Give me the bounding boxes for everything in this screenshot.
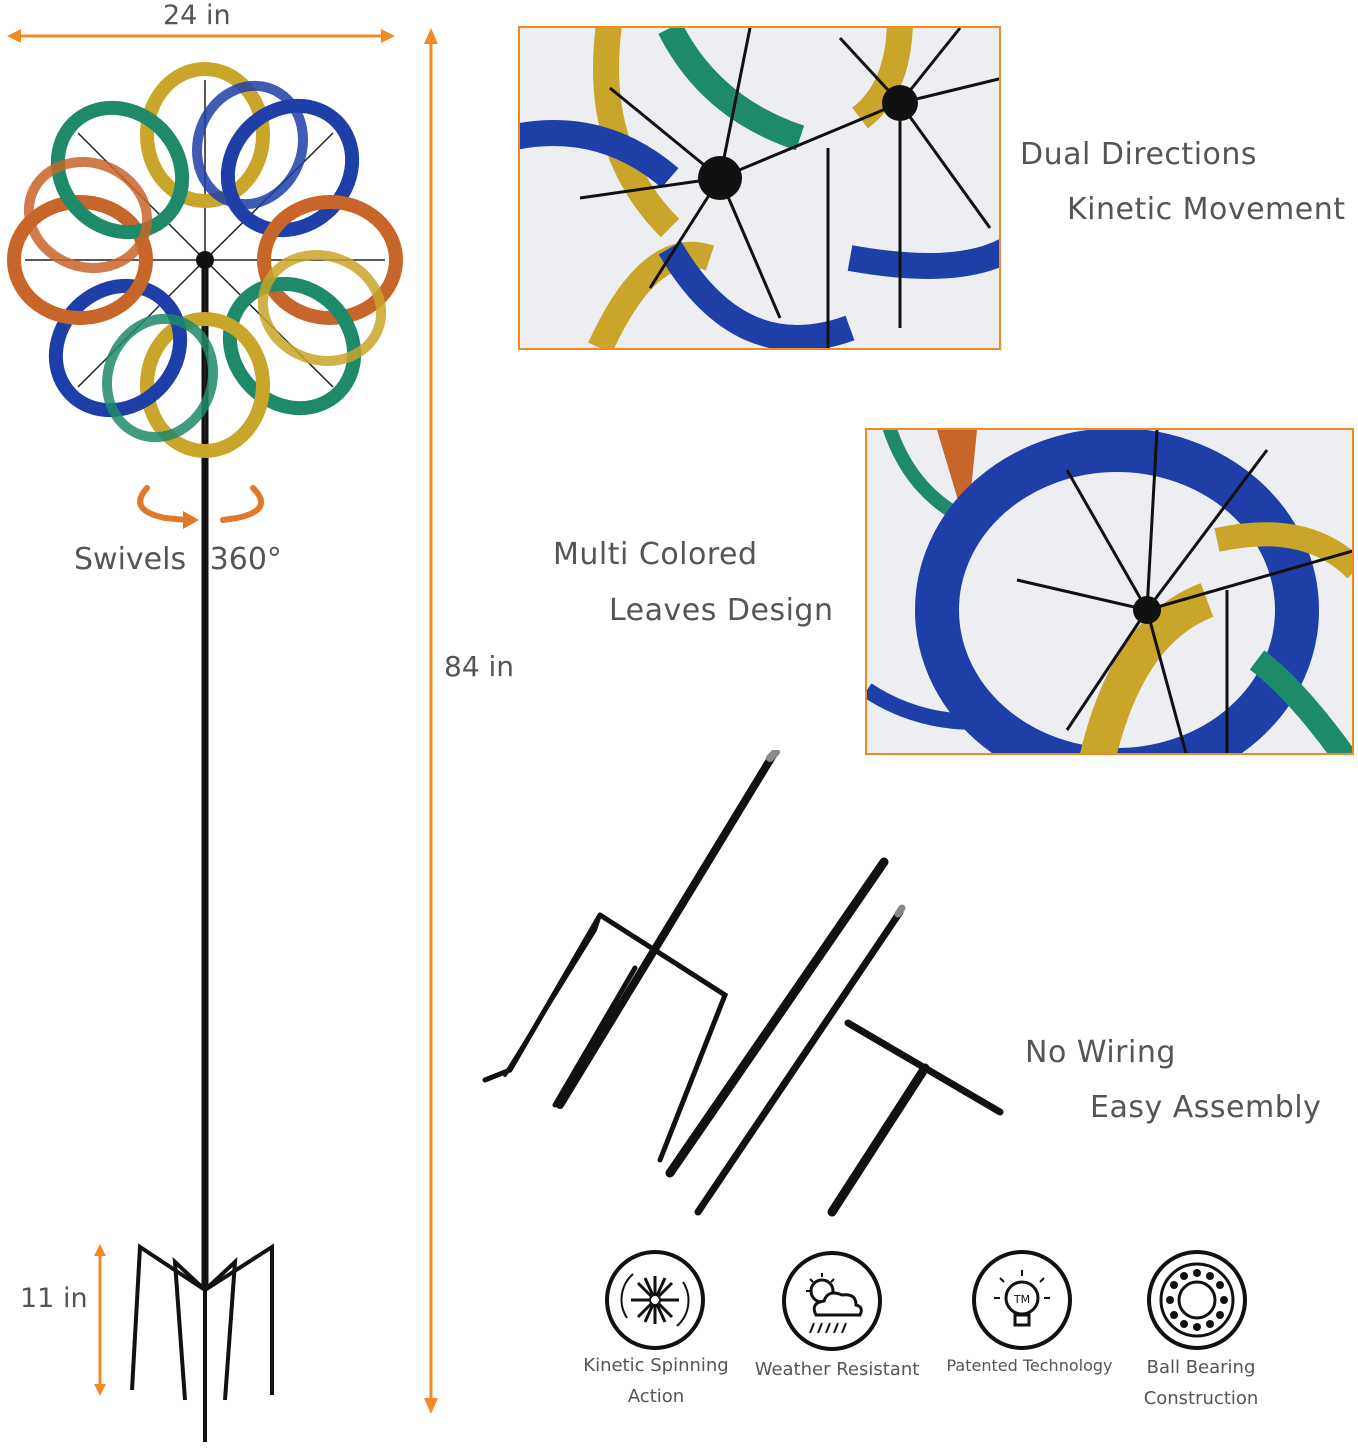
badge-kinetic-line1: Kinetic Spinning: [583, 1355, 729, 1376]
feature-multi-colored-line2: Leaves Design: [609, 593, 834, 628]
weather-icon: [782, 1251, 882, 1351]
wind-spinner-product: [7, 62, 403, 1442]
badge-kinetic-line2: Action: [627, 1386, 685, 1407]
kinetic-spinning-icon: [605, 1250, 705, 1350]
height-dimension-label: 84 in: [444, 650, 515, 683]
feature-no-wiring-line1: No Wiring: [1025, 1035, 1176, 1070]
ball-bearing-icon: [1147, 1250, 1247, 1350]
badge-weather-label: Weather Resistant: [752, 1354, 922, 1385]
badge-ball-bearing-label: Ball Bearing Construction: [1120, 1352, 1282, 1414]
swivel-degree: 360°: [209, 542, 282, 577]
feature-dual-directions-line1: Dual Directions: [1020, 137, 1258, 172]
stake-dimension-arrow: [94, 1244, 106, 1396]
badge-weather-line1: Weather Resistant: [754, 1359, 920, 1380]
hub-closeup-photo: [518, 26, 1001, 350]
leaf-closeup-photo: [865, 428, 1354, 755]
stake-dimension-label: 11 in: [20, 1283, 88, 1314]
badge-ball-bearing-line2: Construction: [1143, 1388, 1259, 1409]
width-dimension-label: 24 in: [163, 0, 231, 31]
lightbulb-tm-icon: TM: [972, 1250, 1072, 1350]
svg-text:TM: TM: [1013, 1293, 1030, 1306]
assembly-parts-photo: [482, 750, 1004, 1217]
swivel-word: Swivels: [74, 542, 187, 577]
badge-ball-bearing-line1: Ball Bearing: [1146, 1357, 1256, 1378]
feature-easy-assembly-line2: Easy Assembly: [1090, 1090, 1322, 1125]
width-dimension-arrow: [7, 29, 395, 43]
feature-dual-directions-line2: Kinetic Movement: [1067, 192, 1346, 227]
swivel-rotation-arrows: [137, 485, 265, 529]
swivel-label: Swivels 360°: [74, 542, 282, 577]
badge-patented-line1: Patented Technology: [946, 1356, 1113, 1375]
badge-patented-label: Patented Technology: [942, 1350, 1117, 1381]
height-dimension-arrow: [424, 28, 438, 1414]
feature-multi-colored-line1: Multi Colored: [553, 537, 758, 572]
badge-kinetic-label: Kinetic Spinning Action: [575, 1350, 737, 1412]
